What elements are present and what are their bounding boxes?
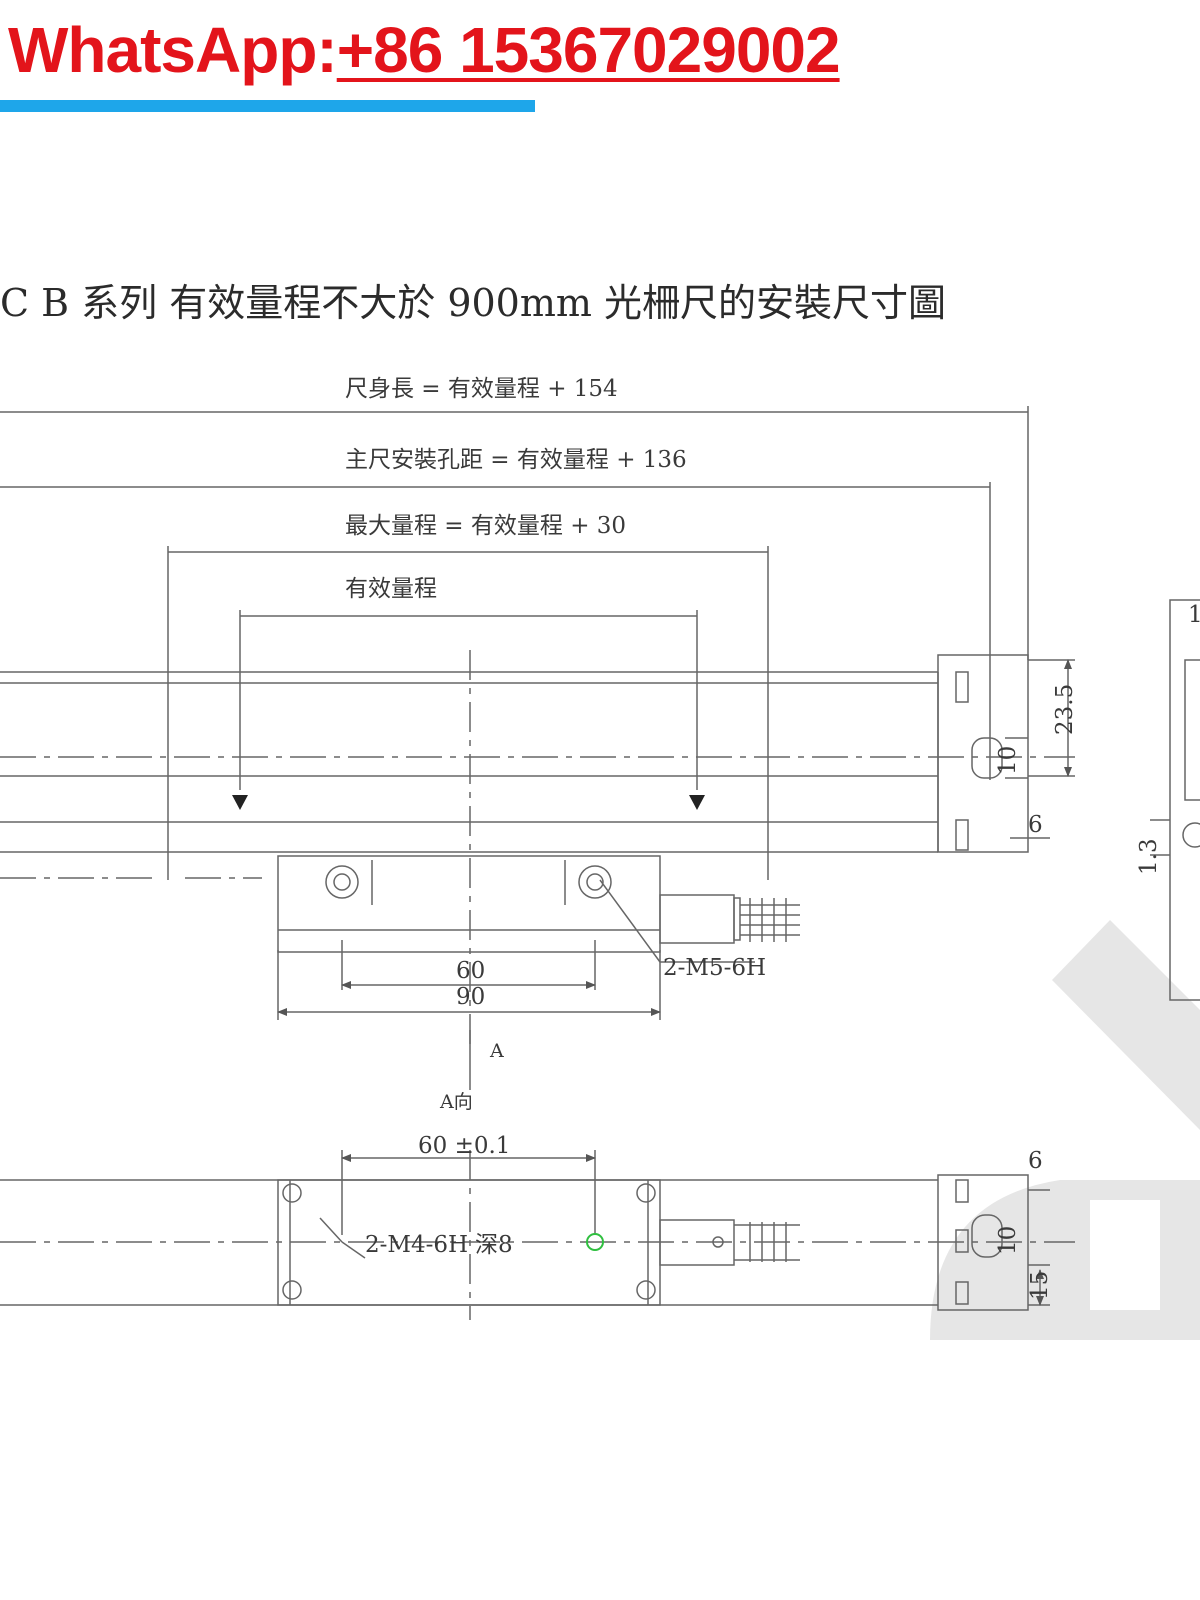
label-thread-m5: 2-M5-6H (663, 955, 766, 981)
range-end-arrow (689, 795, 705, 810)
label-offset-6-top: 6 (1028, 812, 1043, 838)
whatsapp-number[interactable]: +86 15367029002 (336, 14, 841, 86)
label-body-length: 尺身長 = 有效量程 + 154 (345, 376, 618, 402)
scale-body-bottom (0, 1174, 1075, 1311)
whatsapp-label: WhatsApp: (8, 14, 338, 86)
label-main-hole-spacing: 主尺安裝孔距 = 有效量程 + 136 (345, 447, 687, 473)
whatsapp-contact: WhatsApp:+86 15367029002 (8, 10, 841, 90)
mount-hole-marker (586, 1233, 604, 1251)
label-side-partial: 1 (1188, 602, 1200, 628)
label-height-23-5: 23.5 (1052, 684, 1078, 735)
label-view-mark: A (489, 1040, 504, 1062)
reading-head-top (0, 650, 800, 1050)
label-slot-10-bottom: 10 (995, 1226, 1021, 1255)
label-offset-1-3: 1.3 (1136, 838, 1162, 875)
label-hole-spacing-tolerance: 60 ±0.1 (418, 1133, 510, 1159)
label-offset-6-bottom: 6 (1028, 1148, 1043, 1174)
end-block-top (937, 654, 1075, 853)
label-height-15: 15 (1027, 1271, 1053, 1300)
label-view-direction: A向 (439, 1091, 473, 1113)
side-view (1150, 599, 1200, 1001)
label-thread-m4: 2-M4-6H (365, 1232, 468, 1258)
accent-bar (0, 100, 535, 112)
label-max-range: 最大量程 = 有效量程 + 30 (345, 513, 626, 539)
label-effective-range: 有效量程 (345, 576, 437, 602)
watermark-logo (930, 920, 1200, 1340)
reading-head-bottom (277, 1150, 800, 1320)
label-depth: 深8 (475, 1232, 513, 1258)
scale-body-top (0, 671, 1075, 853)
label-reader-60: 60 (456, 958, 485, 984)
range-start-arrow (232, 795, 248, 810)
label-slot-10-top: 10 (995, 746, 1021, 775)
label-reader-90: 90 (456, 984, 485, 1010)
drawing-title: C B 系列 有效量程不大於 900mm 光柵尺的安裝尺寸圖 (0, 281, 946, 325)
